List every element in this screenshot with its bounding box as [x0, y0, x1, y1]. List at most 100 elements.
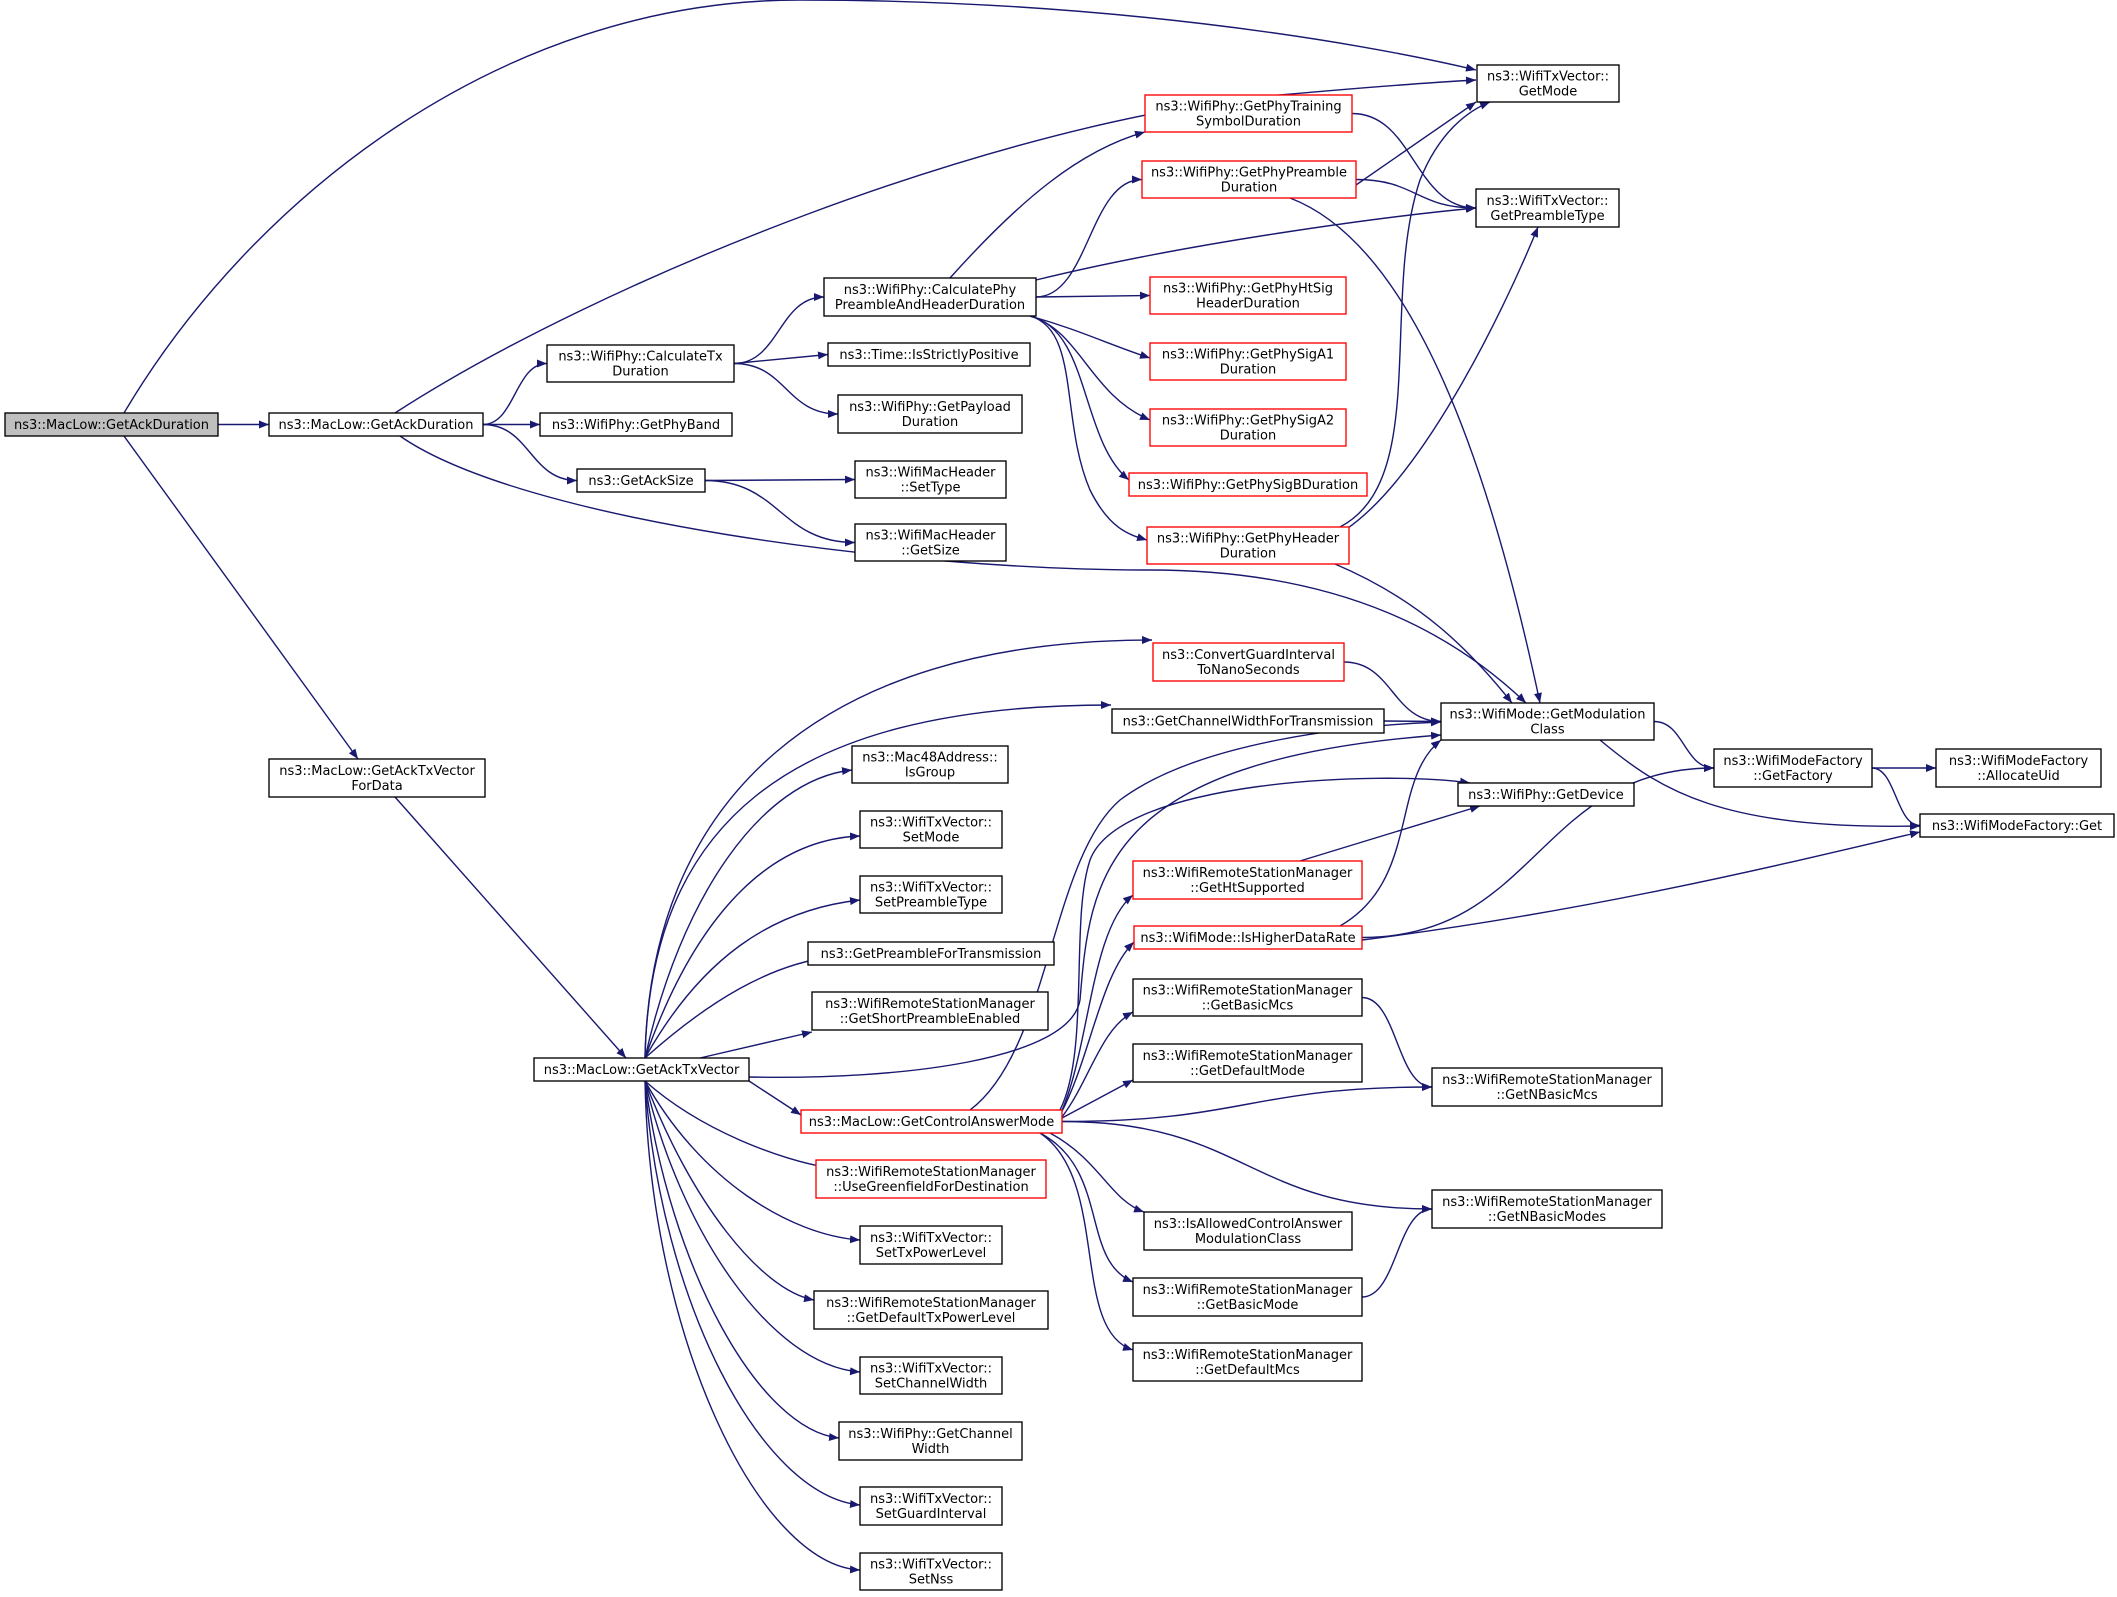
edge-getcontrolanswer-to-getnbasicmcs	[1061, 1083, 1433, 1123]
node-setchwidth[interactable]: ns3::WifiTxVector::SetChannelWidth	[859, 1356, 1003, 1395]
node-getphyband[interactable]: ns3::WifiPhy::GetPhyBand	[539, 412, 733, 437]
node-label: ns3::MacLow::GetAckTxVector	[544, 1063, 740, 1078]
node-getmode[interactable]: ns3::WifiTxVector::GetMode	[1476, 64, 1620, 103]
node-setnss[interactable]: ns3::WifiTxVector::SetNss	[859, 1552, 1003, 1591]
node-label: SetPreambleType	[875, 896, 987, 911]
node-label: ns3::WifiTxVector::	[870, 1492, 992, 1507]
node-setgi[interactable]: ns3::WifiTxVector::SetGuardInterval	[859, 1486, 1003, 1526]
node-label: ::GetFactory	[1753, 769, 1833, 784]
node-label: Duration	[1220, 429, 1276, 444]
node-box	[4, 412, 219, 437]
node-label: ns3::WifiTxVector::	[870, 881, 992, 896]
node-getpreambletype[interactable]: ns3::WifiTxVector::GetPreambleType	[1475, 188, 1620, 228]
node-allocateuid[interactable]: ns3::WifiModeFactory::AllocateUid	[1935, 748, 2102, 788]
node-label: ::SetType	[901, 481, 961, 496]
node-gethtsupported[interactable]: ns3::WifiRemoteStationManager::GetHtSupp…	[1132, 860, 1363, 900]
edge-getacktxvector-to-getshortpreamble	[699, 1030, 813, 1059]
node-label: ns3::MacLow::GetAckDuration	[279, 418, 474, 433]
node-label: Class	[1530, 723, 1564, 738]
node-label: ns3::GetAckSize	[588, 474, 693, 489]
edge-getcontrolanswer-to-getdevice	[1059, 777, 1471, 1111]
node-label: ns3::WifiRemoteStationManager	[1442, 1073, 1652, 1088]
node-isstrictlypos[interactable]: ns3::Time::IsStrictlyPositive	[827, 342, 1031, 367]
node-label: ns3::GetChannelWidthForTransmission	[1123, 715, 1374, 730]
node-box	[1132, 978, 1363, 1017]
node-label: ns3::WifiRemoteStationManager	[826, 1165, 1036, 1180]
node-isallowedcontrol[interactable]: ns3::IsAllowedControlAnswerModulationCla…	[1143, 1211, 1353, 1251]
edge-getacktxvecfordata-to-getacktxvector	[394, 796, 627, 1059]
node-factoryget[interactable]: ns3::WifiModeFactory::Get	[1919, 813, 2115, 838]
node-label: ns3::WifiMacHeader	[865, 529, 996, 544]
node-setmode[interactable]: ns3::WifiTxVector::SetMode	[859, 810, 1003, 849]
node-box	[827, 342, 1031, 367]
edge-getacktxvector-to-getchwidthtx	[644, 701, 1112, 1059]
node-calcpreamble[interactable]: ns3::WifiPhy::CalculatePhyPreambleAndHea…	[823, 277, 1037, 317]
node-label: ns3::WifiPhy::CalculateTx	[558, 350, 723, 365]
edge-getacktxvector-to-getchwidth	[644, 1080, 840, 1441]
node-getshortpreamble[interactable]: ns3::WifiRemoteStationManager::GetShortP…	[811, 991, 1049, 1031]
node-getfactory[interactable]: ns3::WifiModeFactory::GetFactory	[1713, 748, 1873, 788]
node-box	[1132, 1043, 1363, 1083]
node-root[interactable]: ns3::MacLow::GetAckDuration	[4, 412, 219, 437]
node-label: Width	[912, 1442, 950, 1457]
node-box	[1144, 94, 1353, 133]
node-label: ns3::WifiPhy::GetPhySigBDuration	[1138, 478, 1358, 493]
edge-trainingsym-to-getpreambletype	[1351, 112, 1477, 212]
node-label: ns3::WifiRemoteStationManager	[1143, 1348, 1353, 1363]
node-label: Duration	[1221, 181, 1277, 196]
node-box	[1713, 748, 1873, 788]
node-label: ns3::WifiTxVector::	[1487, 70, 1609, 85]
node-setpreambletype[interactable]: ns3::WifiTxVector::SetPreambleType	[859, 875, 1003, 914]
node-getpreamblefortx[interactable]: ns3::GetPreambleForTransmission	[807, 941, 1055, 966]
node-getsize[interactable]: ns3::WifiMacHeader::GetSize	[854, 523, 1007, 562]
node-box	[1149, 276, 1347, 315]
node-ishigherrate[interactable]: ns3::WifiMode::IsHigherDataRate	[1133, 925, 1363, 950]
node-getdevice[interactable]: ns3::WifiPhy::GetDevice	[1457, 782, 1635, 807]
node-box	[1133, 925, 1363, 950]
node-label: ToNanoSeconds	[1196, 663, 1299, 678]
node-getchwidthtx[interactable]: ns3::GetChannelWidthForTransmission	[1111, 708, 1385, 734]
node-label: ns3::WifiMode::GetModulation	[1450, 708, 1646, 723]
node-sigb[interactable]: ns3::WifiPhy::GetPhySigBDuration	[1128, 472, 1368, 497]
node-getackdur2[interactable]: ns3::MacLow::GetAckDuration	[268, 412, 484, 437]
node-label: SetTxPowerLevel	[876, 1246, 987, 1261]
node-getnbasicmodes[interactable]: ns3::WifiRemoteStationManager::GetNBasic…	[1431, 1189, 1663, 1229]
node-usegreenfield[interactable]: ns3::WifiRemoteStationManager::UseGreenf…	[815, 1159, 1047, 1199]
node-getchwidth[interactable]: ns3::WifiPhy::GetChannelWidth	[838, 1421, 1023, 1461]
node-isgroup[interactable]: ns3::Mac48Address::IsGroup	[851, 745, 1009, 784]
node-trainingsym[interactable]: ns3::WifiPhy::GetPhyTrainingSymbolDurati…	[1144, 94, 1353, 133]
node-settxpower[interactable]: ns3::WifiTxVector::SetTxPowerLevel	[859, 1225, 1003, 1265]
node-box	[1149, 342, 1347, 381]
edge-headerdur-to-getmode	[1339, 101, 1491, 528]
node-label: ns3::MacLow::GetAckDuration	[14, 418, 209, 433]
node-box	[1132, 1342, 1363, 1382]
node-getnbasicmcs[interactable]: ns3::WifiRemoteStationManager::GetNBasic…	[1431, 1067, 1663, 1107]
edge-calcpreamble-to-preambledur	[1035, 175, 1143, 298]
node-getdefaultmode[interactable]: ns3::WifiRemoteStationManager::GetDefaul…	[1132, 1043, 1363, 1083]
edge-calcpreamble-to-trainingsym	[949, 130, 1146, 279]
node-getacksize[interactable]: ns3::GetAckSize	[576, 468, 706, 493]
node-getcontrolanswer[interactable]: ns3::MacLow::GetControlAnswerMode	[800, 1109, 1063, 1134]
node-box	[859, 810, 1003, 849]
edge-getbasicmode-to-getnbasicmodes	[1361, 1205, 1433, 1298]
node-label: Duration	[1220, 363, 1276, 378]
node-getdefaulttxpower[interactable]: ns3::WifiRemoteStationManager::GetDefaul…	[813, 1290, 1049, 1330]
node-settype[interactable]: ns3::WifiMacHeader::SetType	[854, 460, 1007, 499]
node-getacktxvector[interactable]: ns3::MacLow::GetAckTxVector	[533, 1057, 750, 1082]
node-getbasicmode[interactable]: ns3::WifiRemoteStationManager::GetBasicM…	[1132, 1277, 1363, 1317]
node-getbasicmcs[interactable]: ns3::WifiRemoteStationManager::GetBasicM…	[1132, 978, 1363, 1017]
edge-getacktxvector-to-convertgi	[644, 636, 1153, 1059]
node-label: ::AllocateUid	[1977, 769, 2059, 784]
node-getdefaultmcs[interactable]: ns3::WifiRemoteStationManager::GetDefaul…	[1132, 1342, 1363, 1382]
edge-calctxdur-to-getpayloaddur	[733, 362, 839, 418]
